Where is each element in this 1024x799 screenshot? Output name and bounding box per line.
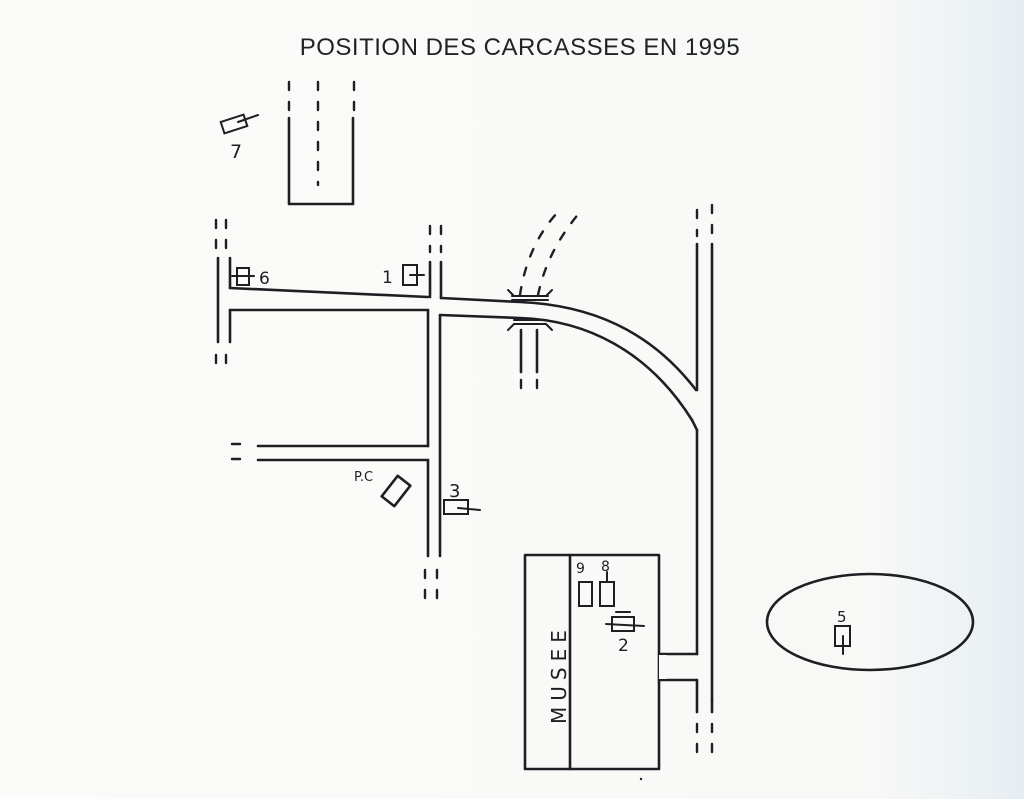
carcass-5-icon (834, 625, 851, 655)
carcass-8-icon (599, 571, 615, 607)
carcass-3-icon (443, 499, 481, 515)
lower-cross-road (230, 442, 430, 462)
carcass-1-label: 1 (382, 268, 393, 288)
central-road (423, 224, 443, 610)
map-title: POSITION DES CARCASSES EN 1995 (299, 34, 741, 61)
north-road (287, 80, 356, 206)
curved-main-road (438, 296, 698, 422)
command-post-icon (380, 474, 412, 508)
carcass-2-label: 2 (618, 636, 629, 656)
museum-label: MUSEE (547, 624, 571, 724)
carcass-2-icon (605, 611, 645, 632)
carcass-6-icon (231, 267, 255, 286)
carcass-3-label: 3 (449, 481, 460, 502)
carcass-6-label: 6 (259, 269, 270, 289)
east-road (690, 203, 714, 762)
carcass-1-icon (402, 264, 425, 286)
carcass-8-label: 8 (601, 559, 610, 575)
carcass-9-label: 9 (576, 561, 585, 577)
museum-building (523, 553, 699, 771)
carcass-9-icon (578, 581, 593, 607)
upper-cross-road (228, 286, 430, 312)
pond (765, 572, 975, 672)
scan-speck (639, 777, 643, 781)
bridge-crossing (507, 208, 582, 402)
carcass-7-label: 7 (230, 141, 242, 163)
carcass-5-label: 5 (837, 608, 847, 626)
west-road (214, 218, 232, 374)
command-post-label: P.C (354, 470, 373, 485)
carcass-7-icon (219, 113, 259, 135)
